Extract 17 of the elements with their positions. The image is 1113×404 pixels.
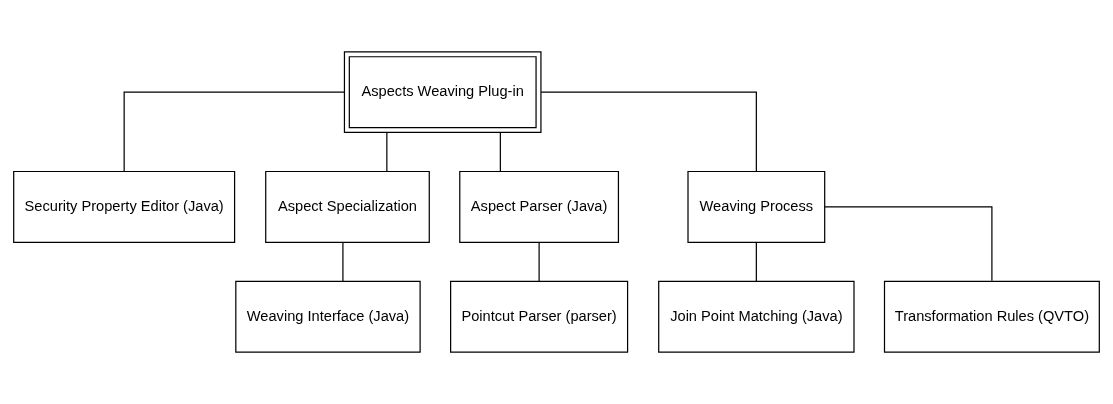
connector [123,91,345,172]
connector [755,242,757,282]
node-box: Security Property Editor (Java) [13,170,236,243]
node-box: Weaving Process [687,170,826,243]
node-box: Aspects Weaving Plug-in [343,51,542,134]
connector [824,206,993,282]
connector [538,242,540,282]
node-box: Transformation Rules (QVTO) [883,280,1100,353]
connector [540,91,757,172]
connector [499,132,501,172]
node-box: Weaving Interface (Java) [235,280,421,353]
connector [342,242,344,282]
node-box: Aspect Parser (Java) [459,170,620,243]
node-box: Aspect Specialization [265,170,430,243]
node-box: Join Point Matching (Java) [658,280,855,353]
connector [386,132,388,172]
node-box: Pointcut Parser (parser) [450,280,629,353]
